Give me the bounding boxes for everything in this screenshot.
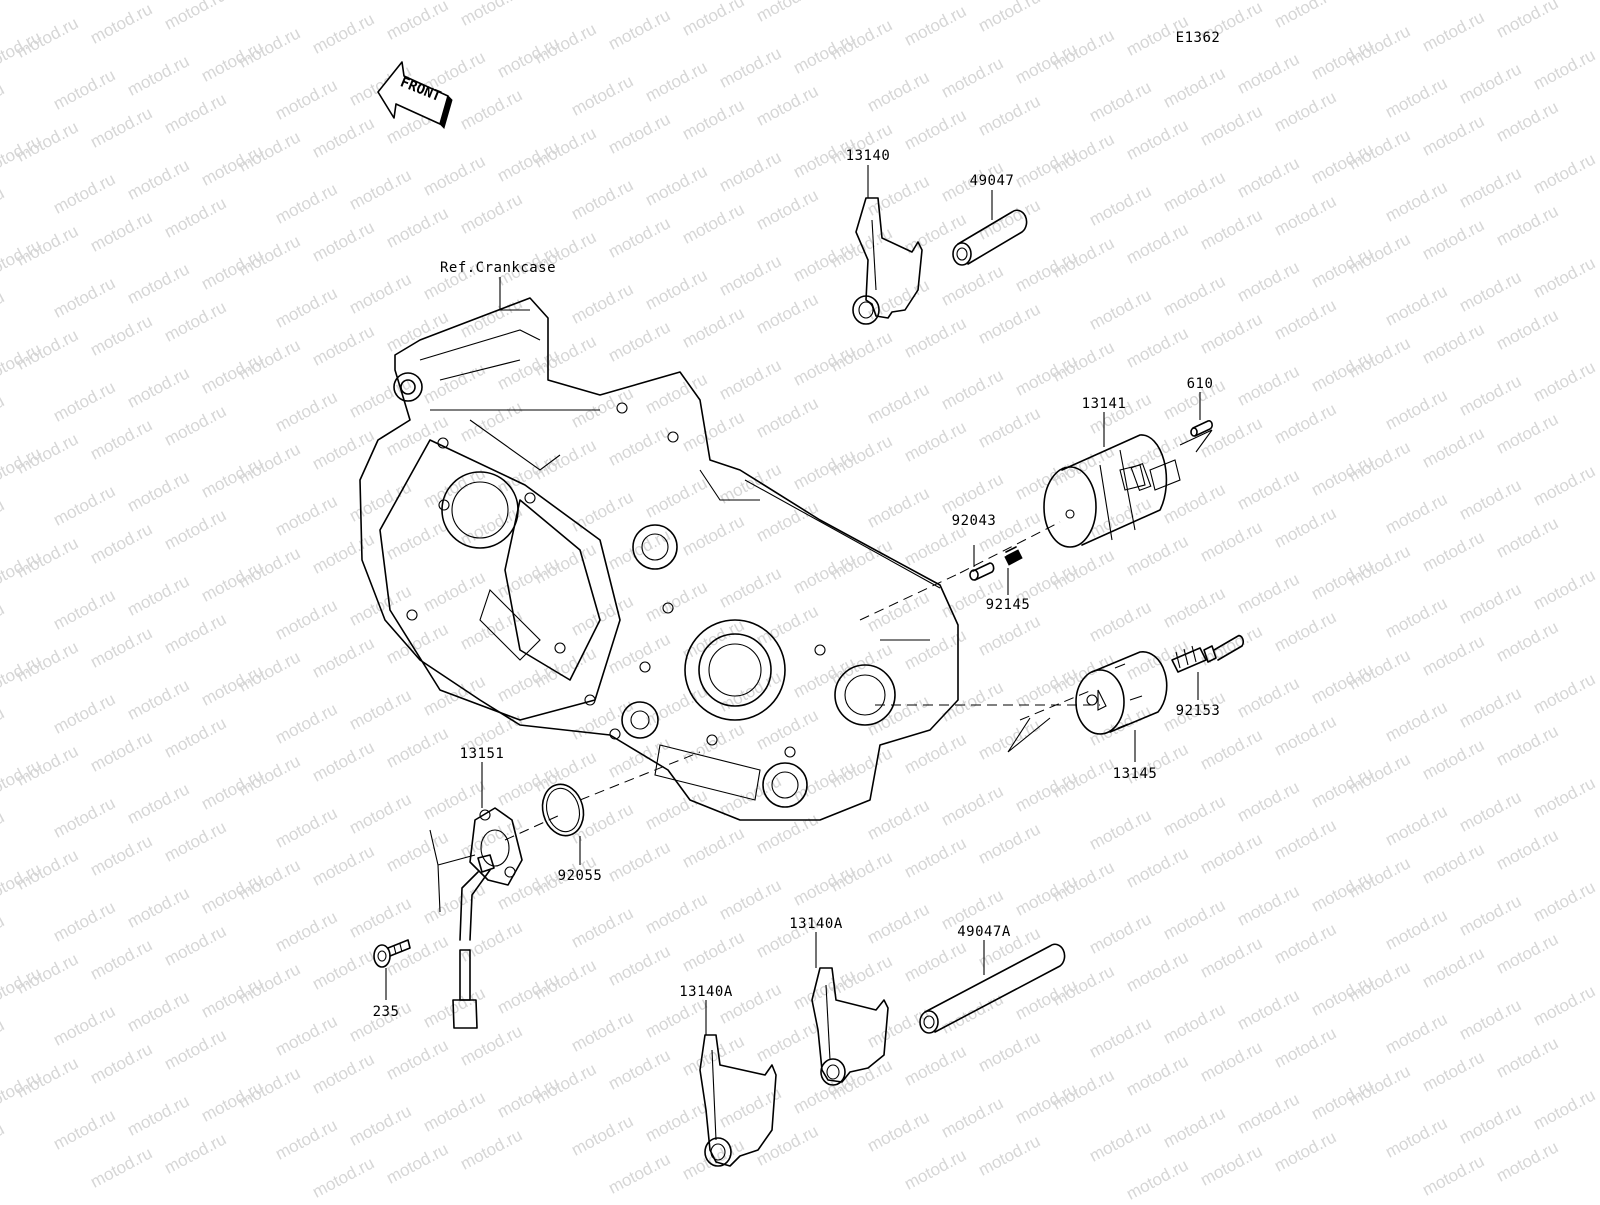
screw-235-drawing [373,939,411,968]
leader-lines [385,165,1201,1035]
shift-fork-13140a-right-drawing [811,967,889,1086]
pin-92043-drawing [969,562,995,581]
bolt-92153-drawing [1171,634,1244,673]
part-label-92153: 92153 [1175,703,1221,719]
front-arrow-icon: FRONT [377,61,453,129]
crankcase-drawing [359,297,959,821]
spring-92145-drawing [1004,546,1023,566]
shaft-49047-drawing [952,209,1028,266]
part-label-92145: 92145 [985,597,1031,613]
shaft-49047a-drawing [919,943,1066,1034]
part-label-13145: 13145 [1112,766,1158,782]
part-label-13140a: 13140A [679,984,733,1000]
reference-crankcase-label: Ref.Crankcase [439,260,557,276]
part-label-92043: 92043 [951,513,997,529]
part-label-13151: 13151 [459,746,505,762]
shift-fork-13140a-left-drawing [699,1034,777,1167]
sensor-13151-drawing [429,807,523,1029]
part-label-13141: 13141 [1081,396,1127,412]
part-label-235: 235 [372,1004,400,1020]
o-ring-92055-drawing [541,783,585,837]
shift-fork-13140-drawing [852,197,923,325]
part-label-610: 610 [1186,376,1214,392]
diagram-code: E1362 [1175,30,1221,46]
alignment-lines [504,429,1213,841]
part-label-13140: 13140 [845,148,891,164]
cam-13145-drawing [1075,650,1168,735]
part-label-49047a: 49047A [957,924,1011,940]
pin-610-drawing [1190,420,1213,437]
part-label-13140a: 13140A [789,916,843,932]
part-label-49047: 49047 [969,173,1015,189]
part-label-92055: 92055 [557,868,603,884]
shift-drum-13141-drawing [1043,434,1181,548]
